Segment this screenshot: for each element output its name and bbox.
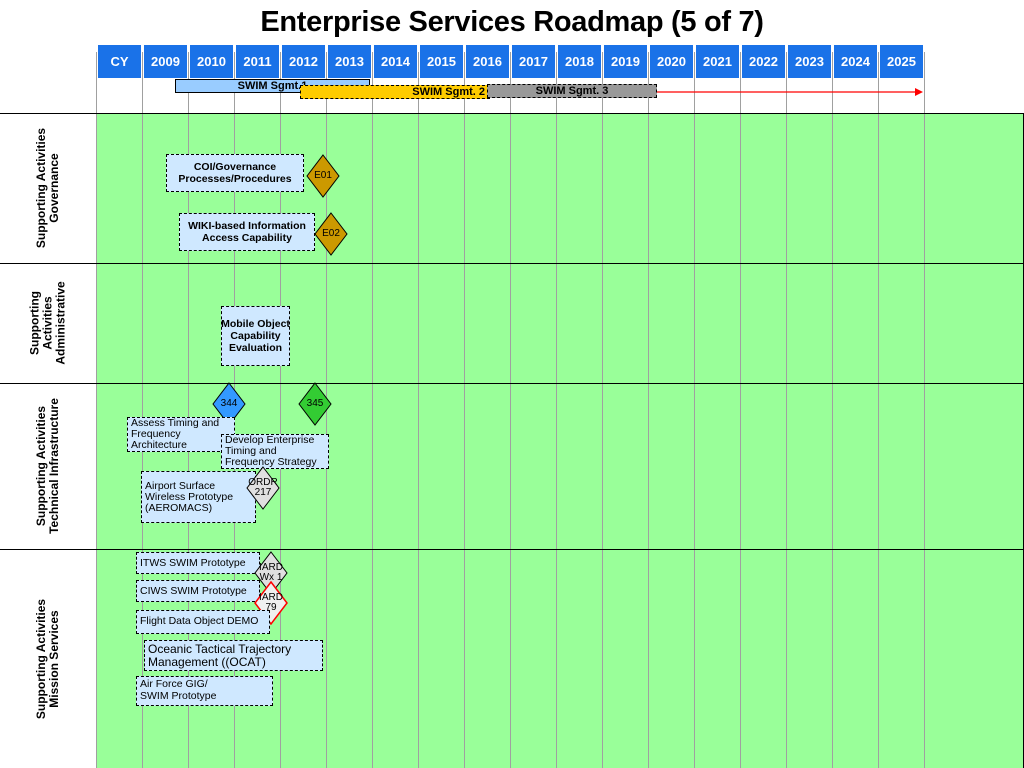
activity-develop-timing: Develop Enterprise Timing and Frequency … [221,434,329,469]
band-label-technical-infrastructure: Supporting Activities Technical Infrastr… [34,398,61,534]
grid-line [418,52,419,768]
grid-line [832,52,833,768]
activity-air-force-gig: Air Force GIG/ SWIM Prototype [136,676,273,706]
year-header-2023: 2023 [788,45,831,78]
page-title: Enterprise Services Roadmap (5 of 7) [260,6,764,38]
grid-line [142,52,143,768]
grid-line [556,52,557,768]
year-header-2011: 2011 [236,45,279,78]
milestone-e01-label: E01 [314,170,332,181]
activity-wiki-access: WIKI-based Information Access Capability [179,213,315,251]
grid-line [694,52,695,768]
year-header-2025: 2025 [880,45,923,78]
grid-line [372,52,373,768]
grid-line [878,52,879,768]
swim-segment-2: SWIM Sgmt. 2 [300,85,490,99]
year-header-2022: 2022 [742,45,785,78]
milestone-345-label: 345 [306,398,324,409]
milestone-ordr217-label: ORDR 217 [248,477,278,498]
year-header-2024: 2024 [834,45,877,78]
activity-itws-swim: ITWS SWIM Prototype [136,552,260,574]
grid-line [648,52,649,768]
milestone-ordr217-diamond: ORDR 217 [245,466,281,510]
year-header-cy: CY [98,45,141,78]
band-label-mission-services: Supporting Activities Mission Services [34,598,61,719]
year-header-2013: 2013 [328,45,371,78]
grid-line [96,52,97,768]
year-header-2019: 2019 [604,45,647,78]
grid-line [740,52,741,768]
band-divider [0,263,1024,264]
activity-flight-data-demo: Flight Data Object DEMO [136,610,270,634]
activity-ciws-swim: CIWS SWIM Prototype [136,580,260,602]
milestone-iard79-label: IARD 79 [259,592,283,613]
year-header-2021: 2021 [696,45,739,78]
year-header-2018: 2018 [558,45,601,78]
grid-line [786,52,787,768]
year-header-2015: 2015 [420,45,463,78]
band-divider [0,383,1024,384]
grid-line [280,52,281,768]
grid-line [924,52,925,768]
activity-airport-surface: Airport Surface Wireless Prototype (AERO… [141,471,256,523]
year-header-2010: 2010 [190,45,233,78]
grid-line [510,52,511,768]
year-header-2014: 2014 [374,45,417,78]
activity-ocat: Oceanic Tactical Trajectory Management (… [144,640,323,671]
year-header-2012: 2012 [282,45,325,78]
activity-coi-governance: COI/Governance Processes/Procedures [166,154,304,192]
grid-line [602,52,603,768]
milestone-iard-wx-label: IARD Wx 1 [259,562,283,583]
segment-continuation-arrow [657,88,923,96]
milestone-345-diamond: 345 [297,382,333,426]
milestone-344-label: 344 [220,398,238,409]
milestone-e01-diamond: E01 [305,154,341,198]
band-label-governance: Supporting Activities Governance [34,127,61,249]
milestone-e02-diamond: E02 [313,212,349,256]
year-header-2009: 2009 [144,45,187,78]
swim-segment-3: SWIM Sgmt. 3 [487,84,657,98]
milestone-e02-label: E02 [322,228,340,239]
activity-assess-timing: Assess Timing and Frequency Architecture [127,417,235,452]
year-header-2017: 2017 [512,45,555,78]
year-header-2020: 2020 [650,45,693,78]
band-divider [0,549,1024,550]
band-divider [0,113,1024,114]
band-label-administrative: Supporting Activities Administrative [27,281,68,365]
activity-mobile-object: Mobile Object Capability Evaluation [221,306,290,366]
year-header-2016: 2016 [466,45,509,78]
grid-line [188,52,189,768]
grid-line [464,52,465,768]
